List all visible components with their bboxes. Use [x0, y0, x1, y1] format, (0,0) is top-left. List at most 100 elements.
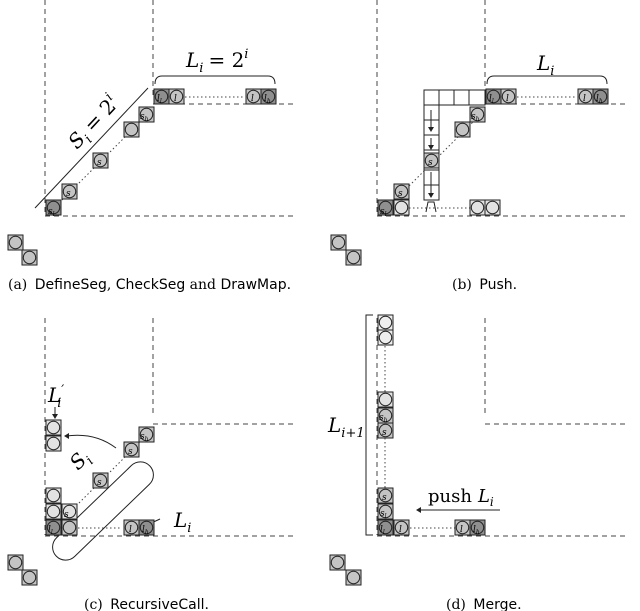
- cell-label-s: sl: [380, 207, 387, 218]
- label-S: Si: [65, 445, 97, 477]
- cell-label-s: s: [128, 447, 133, 457]
- memory-cell: [377, 422, 394, 439]
- caption-d: (d) Merge.: [446, 597, 522, 611]
- cell-label-l: l: [506, 94, 509, 104]
- memory-cell: [345, 569, 362, 586]
- push-grid: [423, 89, 486, 213]
- caption-a: (a) DefineSeg, CheckSeg and DrawMap.: [8, 277, 291, 293]
- memory-cell: [393, 183, 410, 200]
- memory-cell: [61, 503, 78, 520]
- memory-cell: [21, 569, 38, 586]
- cell-label-s: sh: [379, 413, 388, 424]
- label-L-prime: L′i: [47, 383, 64, 411]
- memory-cell: [454, 519, 471, 536]
- memory-cell: [138, 426, 155, 443]
- memory-cell: [61, 183, 78, 200]
- memory-cell: [469, 519, 486, 536]
- memory-cell: [123, 121, 140, 138]
- cell-label-l: lh: [142, 525, 149, 536]
- cell-label-s: s: [64, 510, 69, 520]
- memory-cell: [469, 106, 486, 123]
- memory-cell: [92, 472, 109, 489]
- cell-label-l: lh: [596, 94, 603, 105]
- memory-cell: [123, 519, 140, 536]
- cell-group: [330, 88, 609, 266]
- caption-c: (c) RecursiveCall.: [84, 597, 209, 611]
- cell-label-l: l: [251, 94, 254, 104]
- memory-cell: [377, 391, 394, 408]
- memory-cell: [92, 152, 109, 169]
- segment-outline: [52, 461, 154, 561]
- cell-label-s: sh: [140, 432, 149, 443]
- memory-cell: [7, 234, 24, 251]
- label-L: Li: [173, 508, 191, 536]
- cell-label-s: s: [382, 493, 387, 503]
- label-L: Li: [536, 51, 554, 79]
- cell-label-l: l: [460, 525, 463, 535]
- memory-cell: [45, 487, 62, 504]
- brace-L: [154, 75, 276, 85]
- cell-group: [329, 314, 486, 586]
- memory-cell: [423, 152, 440, 169]
- push-arrow: [425, 201, 437, 213]
- memory-cell: [45, 503, 62, 520]
- cell-group: [7, 419, 155, 586]
- memory-cell: [138, 106, 155, 123]
- memory-cell: [245, 88, 262, 105]
- cell-label-s: sh: [140, 112, 149, 123]
- cell-label-s: sl: [380, 509, 387, 520]
- memory-cell: [377, 314, 394, 331]
- cell-label-l: l: [399, 525, 402, 535]
- brace-L: [486, 75, 608, 85]
- cell-label-l: ll: [48, 525, 53, 536]
- memory-cell: [45, 519, 62, 536]
- cell-label-l: l: [129, 525, 132, 535]
- cell-label-s: s: [97, 158, 102, 168]
- memory-cell: [500, 88, 517, 105]
- cell-label-l: lh: [473, 525, 480, 536]
- cell-label-l: ll: [157, 94, 162, 105]
- memory-cell: [377, 199, 394, 216]
- memory-cell: [330, 234, 347, 251]
- memory-cell: [377, 503, 394, 520]
- panel-b: sl s s sh ll l l lh Li (b) Push.: [330, 0, 625, 293]
- cell-label-s: s: [382, 428, 387, 438]
- memory-cell: [484, 199, 501, 216]
- cell-label-s: s: [398, 189, 403, 199]
- cell-label-l: l: [174, 94, 177, 104]
- memory-cell: [45, 199, 62, 216]
- label-S-equals: Si= 2i: [62, 90, 126, 156]
- memory-cell: [45, 419, 62, 436]
- cell-label-s: sl: [48, 207, 55, 218]
- memory-cell: [61, 519, 78, 536]
- cell-group: [7, 88, 277, 266]
- memory-cell: [469, 199, 486, 216]
- memory-cell: [345, 249, 362, 266]
- memory-cell: [21, 249, 38, 266]
- memory-cell: [377, 487, 394, 504]
- cell-label-s: s: [428, 158, 433, 168]
- memory-cell: [377, 519, 394, 536]
- memory-cell: [393, 519, 410, 536]
- caption-b: (b) Push.: [452, 277, 517, 293]
- bracket-L: [365, 314, 373, 536]
- cell-label-l: lh: [264, 94, 271, 105]
- memory-cell: [260, 88, 277, 105]
- cell-label-s: sh: [471, 112, 480, 123]
- memory-cell: [168, 88, 185, 105]
- memory-cell: [377, 329, 394, 346]
- label-L-equals: Li= 2i: [185, 47, 248, 76]
- panel-c: ll s s s sh l lh L′i Si Li (c) Recursive…: [7, 318, 295, 611]
- memory-cell: [123, 441, 140, 458]
- cell-label-s: s: [97, 478, 102, 488]
- arrow-S: [65, 434, 117, 449]
- cell-label-s: s: [66, 189, 71, 199]
- memory-cell: [485, 88, 502, 105]
- cell-label-l: ll: [489, 94, 494, 105]
- memory-cell: [45, 435, 62, 452]
- memory-cell: [7, 554, 24, 571]
- panel-a: sl s s sh ll l l lh Li= 2i Si= 2i (a) De…: [7, 0, 295, 293]
